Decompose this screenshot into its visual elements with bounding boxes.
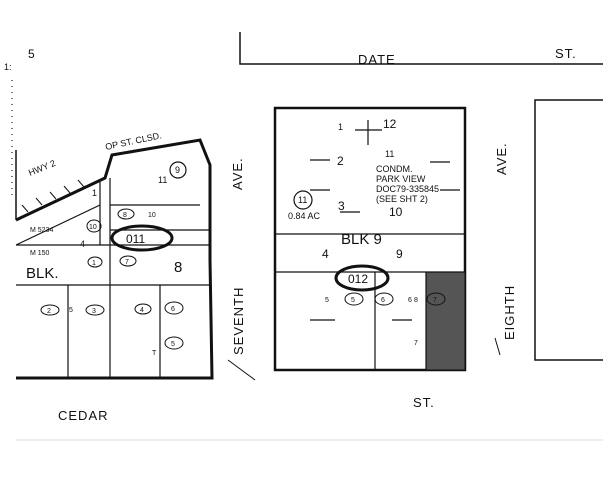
blk9-map-oval [334,264,390,292]
blk9-parcel-5-oval [344,292,364,306]
cedar-street-label: CEDAR [58,408,109,423]
blk8-parcel-10c: 10 [89,224,97,231]
blk8-number: 8 [174,259,182,276]
blk8-parcel-9: 9 [175,165,180,175]
blk9-parcel-2: 2 [337,154,344,168]
blk9-shaded-parcel [425,271,466,371]
blk8-parcel-8c: 8 [123,212,127,219]
blk9-parcel-5: 5 [325,297,329,304]
blk8-parcel-5-oval [164,336,184,350]
blk8-parcel-7-oval [119,255,137,267]
blk9-parcel-11c: 11 [298,195,307,205]
date-street-suffix: ST. [555,46,577,61]
blk8-parcel-10: 10 [148,212,156,219]
cedar-street-suffix: ST. [413,395,435,410]
blk9-parcel-7c: 7 [433,297,437,304]
blk9-lot-lines [275,120,465,370]
blk9-parcel-7: 7 [414,340,418,347]
blk8-parcel-4-oval [134,303,152,315]
blk9-parcel-6: 6 [408,297,412,304]
blk8-parcel-1: 1 [92,188,97,198]
blk8-parcel-3-oval [85,304,105,316]
blk8-parcel-1c: 1 [92,260,96,267]
hwy-hatch [21,179,85,213]
blk8-parcel-6c: 6 [171,306,175,313]
blk8-boundary [15,138,214,380]
blk9-parcel-10: 10 [389,205,403,219]
blk9-map-number: 012 [348,272,368,286]
blk8-parcel-7c: 7 [125,259,129,266]
eighth-ave-label: AVE. [494,142,509,175]
condo-line-4: (SEE SHT 2) [376,194,428,204]
blk9-parcel-1: 1 [338,122,343,132]
blk8-parcel-11: 11 [158,175,167,185]
blk9-parcel-4: 4 [322,247,329,261]
blk8-label: BLK. [26,265,59,282]
blk9-parcel-7-oval [426,292,446,306]
blk8-m5234: M 5234 [30,227,53,234]
blk8-lot-lines [15,178,210,378]
blk8-parcel-4c: 4 [140,307,144,314]
blk9-parcel-3: 3 [338,199,345,213]
blk9-parcel-11-circle [293,190,313,210]
blk9-parcel-12: 12 [383,117,397,131]
blk8-parcel-8-oval [117,208,135,220]
blk8-parcel-1-oval [87,256,103,268]
blk9-parcel-5c: 5 [351,297,355,304]
blk8-parcel-t: T [152,350,157,357]
blk9-boundary [273,106,467,372]
seventh-ave-label: AVE. [230,157,245,190]
seventh-street-label: SEVENTH [231,287,246,355]
blk9-parcel-6-oval [374,292,394,306]
condo-line-2: PARK VIEW [376,174,426,184]
blk8-parcel-10-oval [86,219,102,233]
seventh-leader [227,359,256,381]
blk8-parcel-5c: 5 [171,341,175,348]
blk9-acreage: 0.84 AC [288,211,321,221]
blk8-parcel-2-oval [40,304,60,316]
condo-line-1: CONDM. [376,164,413,174]
blk8-parcel-3c: 3 [92,308,96,315]
blk9-parcel-8: 8 [414,297,418,304]
blk8-parcel-4: 4 [80,239,85,249]
corner-number: 5 [28,47,35,61]
corner-mark: 1: [4,62,12,72]
blk9-parcel-9: 9 [396,247,403,261]
blk8-parcel-2c: 2 [47,308,51,315]
blk9-parcel-6c: 6 [381,297,385,304]
blk8-map-number: 011 [126,232,145,246]
eighth-ave-row [534,99,603,361]
blk8-parcel-9-circle [169,161,187,179]
blk8-m150: M 150 [30,250,50,257]
blk9-label: BLK 9 [341,231,382,248]
blk8-parcel-5: 5 [69,307,73,314]
blk8-parcel-6-oval [164,301,184,315]
eighth-leader [494,337,501,356]
eighth-street-label: EIGHTH [502,285,517,340]
blk8-map-oval [110,224,174,252]
date-street-row [239,32,603,65]
condo-line-3: DOC79-335845 [376,184,439,194]
blk9-parcel-11: 11 [385,149,394,159]
date-street-label: DATE [358,52,396,67]
